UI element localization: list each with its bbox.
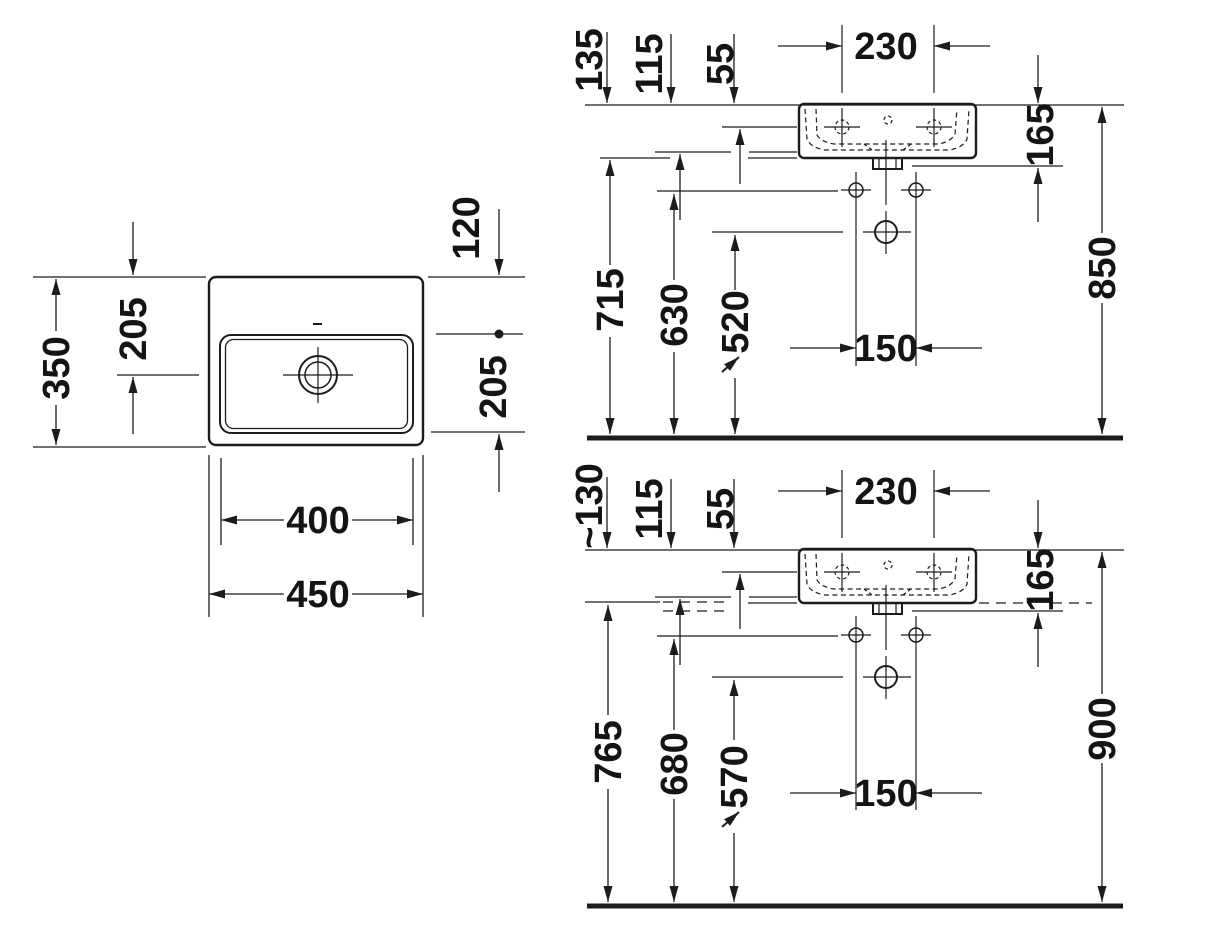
dim-label-230: 230 [854, 26, 917, 68]
outlet-fitting [872, 602, 903, 615]
dim-label-900: 900 [1082, 697, 1124, 760]
dim-label-400: 400 [286, 500, 349, 542]
dim-label-350: 350 [36, 336, 78, 399]
dim-label-205-left: 205 [113, 297, 155, 360]
dimension-dot [494, 329, 504, 339]
dim-label-165: 165 [1020, 548, 1062, 611]
dim-label-55: 55 [700, 43, 742, 85]
dim-label-570: 570 [714, 745, 756, 808]
dim-label-165: 165 [1020, 103, 1062, 166]
basin-hidden-outline [804, 553, 970, 596]
dim-label-135: 135 [569, 28, 611, 91]
dim-label-680: 680 [654, 732, 696, 795]
plan-view: 350 205 120 205 400 450 [33, 196, 525, 617]
sink-outline [207, 275, 425, 447]
elevation-counter-mounted: 230 ~130 115 55 765 680 570 150 [569, 463, 1124, 909]
dim-label-115: 115 [629, 33, 671, 94]
elevation-wall-mounted: 230 135 115 55 715 630 520 150 [569, 25, 1124, 441]
dim-label-205-right: 205 [473, 355, 515, 418]
dim-label-120: 120 [446, 196, 488, 259]
drain-hidden-detail [863, 588, 912, 596]
pointer-arrow-icon [721, 811, 740, 828]
pointer-arrow-icon [721, 356, 740, 373]
dim-label-765: 765 [588, 720, 630, 783]
basin-hidden-outline [804, 108, 970, 151]
overflow-hole [883, 560, 893, 570]
basin-inner-wall [224, 338, 409, 430]
dim-label-115: 115 [629, 478, 671, 539]
dim-label-630: 630 [654, 283, 696, 346]
dim-label-715: 715 [590, 268, 632, 331]
dim-label-450: 450 [286, 574, 349, 616]
dim-label-150: 150 [854, 328, 917, 370]
overflow-hole [883, 115, 893, 125]
dim-label-520: 520 [715, 290, 757, 353]
dim-label-130: ~130 [569, 463, 611, 549]
basin-inner-rim [219, 334, 414, 434]
dim-label-850: 850 [1082, 236, 1124, 299]
dim-label-150: 150 [854, 773, 917, 815]
dim-label-55: 55 [700, 488, 742, 530]
drain-hidden-detail [863, 143, 912, 151]
dim-label-230: 230 [854, 471, 917, 513]
outlet-fitting [872, 157, 903, 170]
